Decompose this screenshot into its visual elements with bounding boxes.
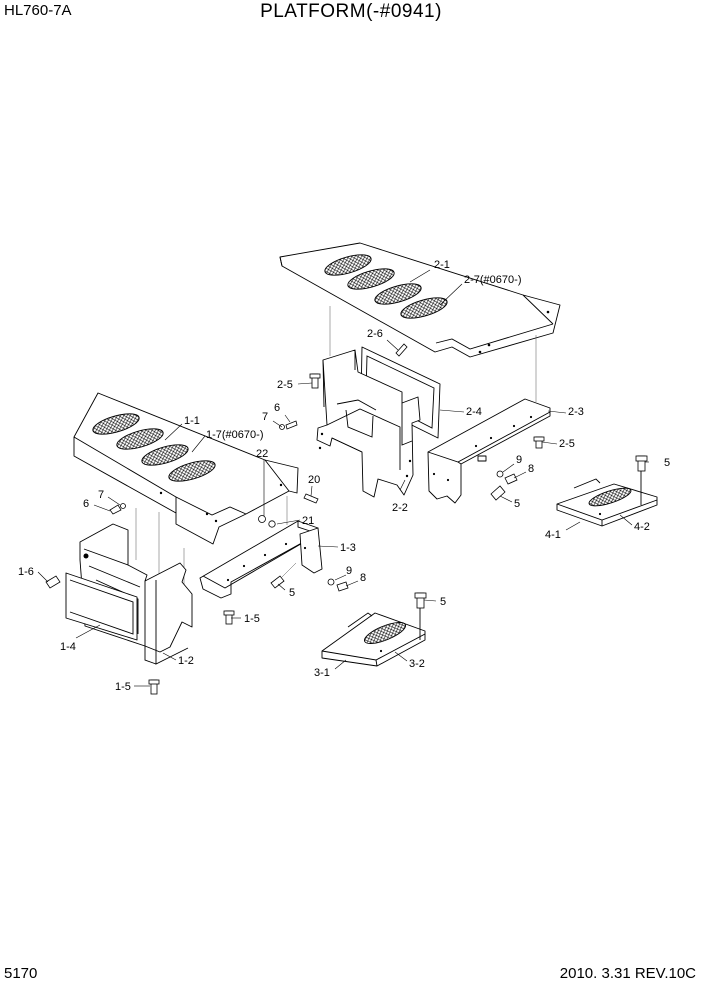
part-2-3-bracket (427, 398, 551, 504)
label-6-left: 6 (83, 498, 89, 510)
label-2-5-right: 2-5 (559, 438, 575, 450)
part-3-1-floor-plate (321, 612, 426, 667)
part-2-2-frame (316, 349, 421, 498)
label-22: 22 (256, 448, 268, 460)
label-1-7: 1-7(#0670-) (206, 429, 263, 441)
part-2-1-top-cover (279, 242, 561, 358)
label-4-1: 4-1 (545, 529, 561, 541)
label-9-right: 9 (516, 454, 522, 466)
callout-labels: 2-1 2-7(#0670-) 2-6 2-5 2-4 2-3 2-5 2-2 … (18, 259, 670, 693)
leader-lines (37, 269, 649, 687)
label-2-7: 2-7(#0670-) (464, 274, 521, 286)
label-2-2: 2-2 (392, 502, 408, 514)
label-1-2: 1-2 (178, 655, 194, 667)
part-4-1-floor-plate (556, 478, 658, 527)
part-1-3-bracket (199, 520, 323, 599)
label-21: 21 (302, 515, 314, 527)
label-1-6: 1-6 (18, 566, 34, 578)
label-5-right-mid: 5 (514, 498, 520, 510)
label-4-2: 4-2 (634, 521, 650, 533)
label-3-2: 3-2 (409, 658, 425, 670)
model-number: HL760-7A (4, 2, 72, 19)
page-number: 5170 (4, 965, 38, 982)
label-1-5-upper: 1-5 (244, 613, 260, 625)
page-title: PLATFORM(-#0941) (260, 1, 442, 22)
label-5-center: 5 (440, 596, 446, 608)
label-6-upper: 6 (274, 402, 280, 414)
label-8-right: 8 (528, 463, 534, 475)
label-5-right-top: 5 (664, 457, 670, 469)
label-2-4: 2-4 (466, 406, 482, 418)
label-7-upper: 7 (262, 411, 268, 423)
label-1-4: 1-4 (60, 641, 76, 653)
label-7-left: 7 (98, 489, 104, 501)
label-2-3: 2-3 (568, 406, 584, 418)
label-3-1: 3-1 (314, 667, 330, 679)
part-1-4-panel (65, 572, 138, 641)
hardware (45, 343, 648, 695)
label-1-3: 1-3 (340, 542, 356, 554)
label-2-1: 2-1 (434, 259, 450, 271)
label-9-center: 9 (346, 565, 352, 577)
label-1-1: 1-1 (184, 415, 200, 427)
revision-date: 2010. 3.31 REV.10C (559, 965, 696, 982)
label-2-6: 2-6 (367, 328, 383, 340)
label-2-5-upper: 2-5 (277, 379, 293, 391)
label-20: 20 (308, 474, 320, 486)
label-1-5-lower: 1-5 (115, 681, 131, 693)
part-1-1-left-cover (73, 392, 299, 545)
label-8-center: 8 (360, 572, 366, 584)
label-5-center-left: 5 (289, 587, 295, 599)
